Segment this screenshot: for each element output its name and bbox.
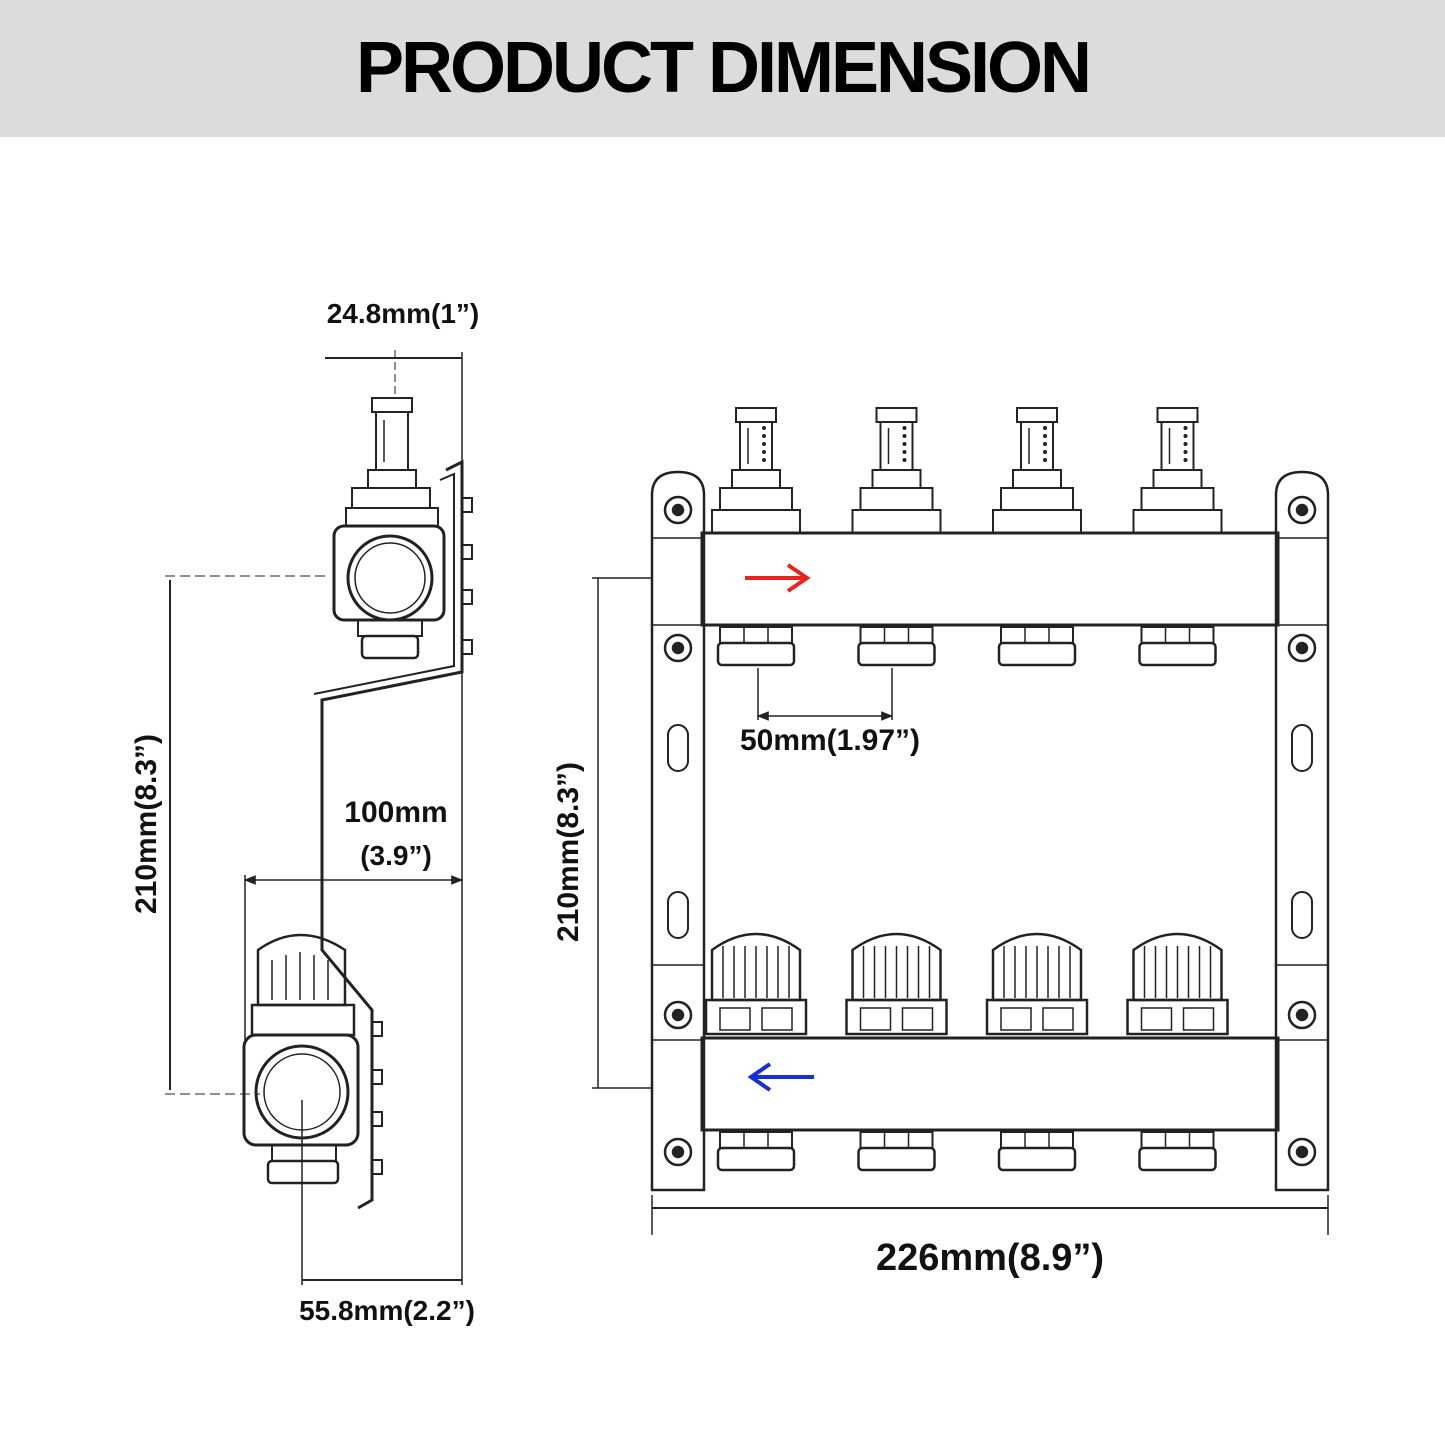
supply-outlet-3	[997, 626, 1077, 667]
side-bottom-width-label: 55.8mm(2.2”)	[299, 1295, 475, 1326]
return-outlet-3	[997, 1131, 1077, 1172]
left-bracket	[650, 470, 706, 1192]
side-view	[165, 350, 473, 1285]
flowmeter-2	[851, 407, 942, 534]
return-bar	[700, 1036, 1280, 1132]
supply-bar	[700, 531, 1280, 627]
valve-cap-4	[1126, 932, 1229, 1036]
front-height-label: 210mm(8.3”)	[552, 762, 585, 942]
supply-flow-arrow	[745, 563, 811, 593]
flowmeter-row	[711, 407, 1223, 534]
valve-cap-2	[845, 932, 948, 1036]
front-view	[592, 407, 1330, 1235]
side-height-label: 210mm(8.3”)	[130, 734, 163, 914]
side-offset-label-1: 100mm	[344, 796, 447, 829]
page-title: PRODUCT DIMENSION	[355, 28, 1092, 108]
supply-outlet-1	[716, 626, 796, 667]
valve-cap-1	[704, 932, 808, 1036]
return-outlet-4	[1138, 1131, 1217, 1172]
return-flow-arrow	[747, 1062, 814, 1092]
right-bracket	[1274, 470, 1330, 1192]
side-bracket	[313, 459, 473, 1210]
side-valve-cap	[250, 933, 356, 1037]
port-spacing-label: 50mm(1.97”)	[740, 724, 920, 757]
return-outlet-2	[857, 1131, 936, 1172]
side-offset-label-2: (3.9”)	[360, 840, 432, 871]
side-top-width-label: 24.8mm(1”)	[327, 298, 480, 329]
valve-cap-3	[985, 932, 1089, 1036]
total-width-label: 226mm(8.9”)	[876, 1237, 1104, 1279]
valve-cap-row	[704, 932, 1229, 1036]
return-outlet-1	[716, 1131, 796, 1172]
flowmeter-4	[1132, 407, 1223, 534]
side-upper-body	[332, 524, 446, 660]
flowmeter-3	[992, 407, 1082, 534]
outlet-fitting-rows	[716, 626, 1217, 1172]
title-banner: PRODUCT DIMENSION	[0, 0, 1445, 137]
flowmeter-1	[711, 407, 801, 534]
side-lower-body	[242, 1021, 383, 1185]
supply-outlet-4	[1138, 626, 1217, 667]
side-flowmeter	[345, 397, 439, 527]
supply-outlet-2	[857, 626, 936, 667]
